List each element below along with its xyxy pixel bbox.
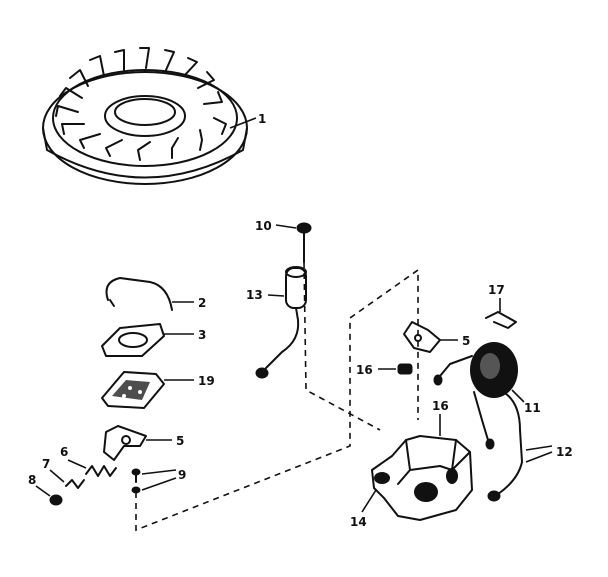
bracket-part [103,425,147,461]
callout-3: 3 [198,328,206,342]
assembly-guide-line [303,261,381,431]
callout-leader [229,117,257,129]
callout-leader [267,294,285,297]
gasket-part [101,323,165,357]
callout-14: 14 [350,515,367,529]
filter-pad-part [101,371,165,409]
ignition-module-part [371,435,473,521]
ignition-coil-part [433,342,518,450]
callout-16a: 16 [356,363,373,377]
small-bracket-part [403,321,441,353]
callout-7: 7 [42,457,50,471]
callout-leader [49,469,65,483]
callout-9: 9 [178,468,186,482]
callout-1: 1 [258,112,266,126]
callout-11: 11 [524,401,541,415]
callout-17: 17 [488,283,505,297]
screw-part [296,222,312,263]
callout-leader [525,451,553,463]
callout-leader [141,477,177,491]
callout-12: 12 [556,445,573,459]
callout-8: 8 [28,473,36,487]
callout-19: 19 [198,374,215,388]
nut-part [397,363,413,375]
assembly-guide-line [135,268,419,532]
clip-part [485,311,517,329]
wire-lead-part [487,389,523,502]
callout-6: 6 [60,445,68,459]
callout-16b: 16 [432,399,449,413]
wire-clip-part [105,277,173,311]
screws-part [131,468,141,494]
callout-leader [361,489,377,513]
callout-5b: 5 [462,334,470,348]
callout-10: 10 [255,219,272,233]
callout-leader [525,445,553,451]
flywheel-part [42,47,248,185]
spring-nut-part [49,465,117,506]
spark-plug-terminal-part [255,266,307,379]
callout-2: 2 [198,296,206,310]
callout-5a: 5 [176,434,184,448]
callout-leader [511,389,525,403]
callout-13: 13 [246,288,263,302]
callout-leader [275,224,297,229]
callout-leader [141,469,177,475]
callout-leader [67,459,87,469]
callout-leader [35,485,51,497]
